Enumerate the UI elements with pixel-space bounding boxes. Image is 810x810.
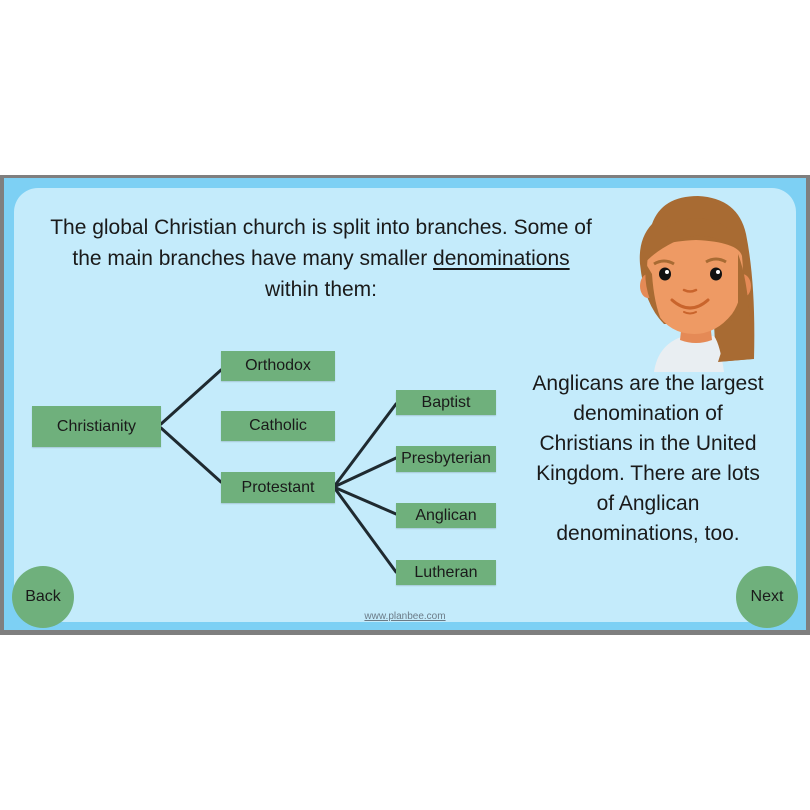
- intro-text: The global Christian church is split int…: [26, 212, 616, 305]
- fact-line: of Anglican: [596, 492, 700, 515]
- node-catholic: Catholic: [221, 411, 335, 441]
- back-button[interactable]: Back: [12, 566, 74, 628]
- anglican-fact-text: Anglicans are the largest denomination o…: [512, 369, 784, 549]
- fact-line: Kingdom. There are lots: [536, 462, 760, 485]
- node-anglican: Anglican: [396, 503, 496, 528]
- intro-line-1: The global Christian church is split int…: [50, 216, 592, 239]
- denominations-link[interactable]: denominations: [433, 247, 570, 270]
- fact-line: denominations, too.: [556, 522, 740, 545]
- node-baptist: Baptist: [396, 390, 496, 415]
- fact-line: denomination of: [573, 402, 723, 425]
- node-protestant: Protestant: [221, 472, 335, 503]
- node-lutheran: Lutheran: [396, 560, 496, 585]
- intro-line-3: within them:: [264, 278, 378, 301]
- intro-line-2: the main branches have many smaller deno…: [26, 243, 616, 274]
- intro-line-2-text: the main branches have many smaller: [72, 247, 434, 270]
- footer-website[interactable]: www.planbee.com: [364, 611, 446, 622]
- node-christianity: Christianity: [32, 406, 161, 447]
- fact-line: Anglicans are the largest: [532, 372, 764, 395]
- node-orthodox: Orthodox: [221, 351, 335, 381]
- next-button[interactable]: Next: [736, 566, 798, 628]
- fact-line: Christians in the United: [539, 432, 757, 455]
- cartoon-girl-avatar-icon: [639, 196, 755, 372]
- node-presbyterian: Presbyterian: [396, 446, 496, 472]
